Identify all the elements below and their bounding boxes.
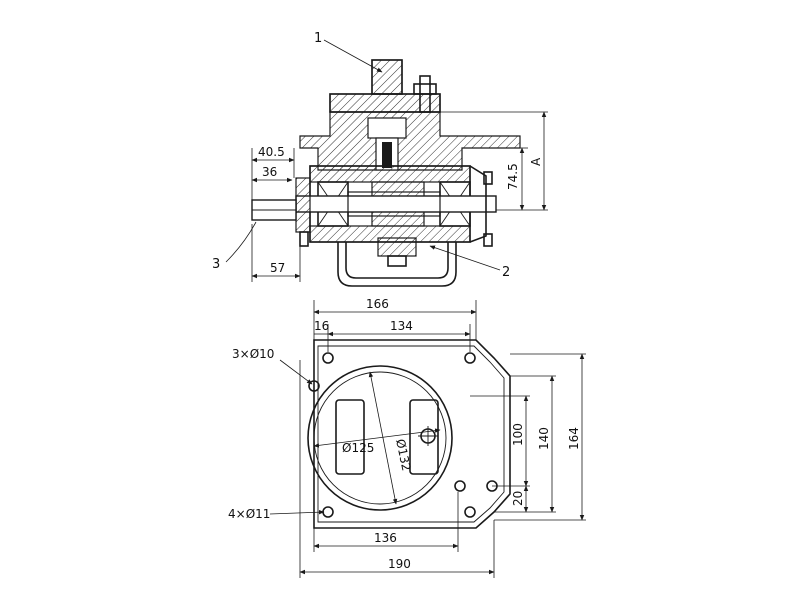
dim-label-136: 136 — [374, 531, 397, 545]
corner-hole-br — [464, 506, 476, 518]
dim-label-74-5: 74.5 — [506, 163, 520, 190]
dim-label-40-5: 40.5 — [258, 145, 285, 159]
horizontal-shaft — [295, 195, 497, 213]
right-window — [409, 399, 439, 475]
leader-1 — [323, 39, 383, 73]
dim-label-16: 16 — [314, 319, 329, 333]
dim-label-57: 57 — [270, 261, 285, 275]
bore-outer — [307, 365, 453, 511]
plan-view: Ø125 Ø132 166 16 134 3×Ø10 4×Ø11 100 20 … — [228, 297, 586, 578]
leader-2 — [429, 245, 501, 271]
dim-dia-132 — [368, 371, 398, 505]
left-window — [335, 399, 365, 475]
corner-hole-tl — [322, 352, 334, 364]
dim-label-190: 190 — [388, 557, 411, 571]
leader-hole11 — [269, 509, 325, 515]
bottom-sump — [337, 242, 457, 287]
right-end-cap — [469, 165, 487, 243]
lower-gear — [377, 237, 417, 257]
dim-label-134: 134 — [390, 319, 413, 333]
dim-label-dia-132: Ø132 — [393, 438, 413, 473]
vertical-shaft — [382, 142, 392, 168]
dim-label-20: 20 — [511, 491, 525, 506]
small-hole-1 — [308, 380, 320, 392]
corner-hole-bl — [322, 506, 334, 518]
corner-hole-tr — [464, 352, 476, 364]
dim-label-140: 140 — [537, 427, 551, 450]
part-label-1: 1 — [314, 31, 322, 46]
section-view: 1 2 3 40.5 36 57 74.5 A — [212, 31, 548, 287]
part-label-3: 3 — [212, 257, 220, 272]
dim-label-166: 166 — [366, 297, 389, 311]
upper-housing — [299, 111, 521, 171]
leader-hole10 — [279, 359, 313, 385]
main-housing-top — [309, 165, 471, 183]
left-end-cap — [295, 177, 311, 233]
small-hole-2 — [454, 480, 466, 492]
dim-label-164: 164 — [567, 427, 581, 450]
dim-label-36: 36 — [262, 165, 277, 179]
leader-3 — [225, 221, 257, 263]
base-plate — [313, 339, 511, 529]
dim-label-100: 100 — [511, 423, 525, 446]
top-cover — [329, 93, 441, 113]
hole-label-11: 4×Ø11 — [228, 507, 270, 521]
hole-label-10: 3×Ø10 — [232, 347, 274, 361]
dim-label-A: A — [529, 157, 543, 166]
top-shaft — [371, 59, 403, 95]
part-label-2: 2 — [502, 265, 510, 280]
dim-label-dia-125: Ø125 — [342, 441, 374, 455]
upper-gear — [367, 117, 407, 139]
